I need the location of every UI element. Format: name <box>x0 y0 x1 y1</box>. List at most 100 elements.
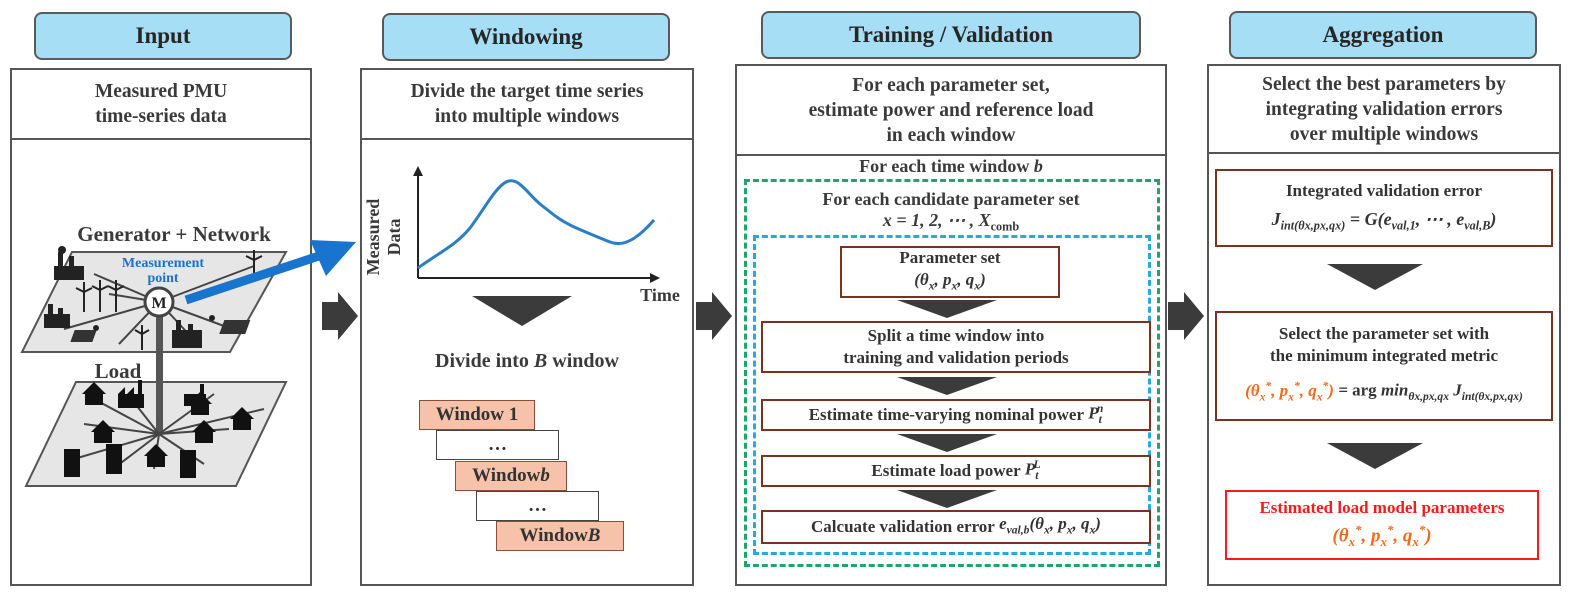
chart-xlabel: Time <box>640 285 680 305</box>
measured-data-curve <box>417 179 656 270</box>
result-box: Estimated load model parameters (θx*, px… <box>1225 490 1539 560</box>
window-1: Window 1 <box>419 400 535 430</box>
solar-panel-icon <box>70 320 251 342</box>
result-label: Estimated load model parameters <box>1259 497 1505 517</box>
load-label: Load <box>94 359 142 383</box>
sun-icon <box>93 315 215 331</box>
load-power-box: Estimate load power PtL <box>761 455 1151 487</box>
window-ellipsis-2: … <box>476 491 599 521</box>
load-power-label: Estimate load power <box>871 461 1021 480</box>
argmin-formula: (θx*, px*, qx*) = arg minθx,px,qx Jint(θ… <box>1245 379 1523 404</box>
integrated-error-label: Integrated validation error <box>1285 180 1483 200</box>
training-subtitle: For each parameter set, estimate power a… <box>737 66 1165 156</box>
window-B: Window B <box>496 521 624 551</box>
training-subtitle-line-3: in each window <box>886 124 1016 146</box>
measurement-point-label: Measurement point <box>108 256 218 286</box>
select-line-1: Select the parameter set with <box>1278 324 1490 344</box>
generator-network-label: Generator + Network <box>77 222 271 246</box>
windowing-header: Windowing <box>382 13 670 61</box>
parameter-set-label: Parameter set <box>899 247 1001 267</box>
integrated-error-box: Integrated validation error Jint(θx,px,q… <box>1215 169 1553 247</box>
aggregation-subtitle: Select the best parameters by integratin… <box>1209 66 1559 154</box>
stage-arrow-icon <box>322 292 358 340</box>
training-header: Training / Validation <box>761 11 1141 59</box>
window-var: b <box>540 465 550 486</box>
measurement-arrow-icon <box>184 240 356 305</box>
load-power-symbol: PtL <box>1024 458 1041 483</box>
parameter-set-expr: (θx, px, qx) <box>914 269 986 293</box>
window-b: Window b <box>455 461 567 491</box>
aggregation-subtitle-line-3: over multiple windows <box>1289 123 1479 145</box>
down-arrow-icon <box>897 300 997 318</box>
nominal-power-symbol: Ptn <box>1088 402 1104 427</box>
windowing-subtitle: Divide the target time series into multi… <box>362 70 692 140</box>
chart-x-arrow-icon <box>650 273 660 283</box>
down-arrow-icon <box>897 377 997 395</box>
stage-arrow-icon <box>696 292 732 340</box>
tie-line <box>156 314 163 434</box>
input-subtitle-line-1: Measured PMU <box>94 81 228 102</box>
down-arrow-icon <box>472 296 572 326</box>
aggregation-header-label: Aggregation <box>1322 22 1444 47</box>
validation-error-symbol: eval,b(θx, px, qx) <box>999 513 1101 537</box>
apartment-icon <box>64 444 196 478</box>
window-var: B <box>587 525 601 546</box>
input-header-label: Input <box>135 23 191 48</box>
aggregation-subtitle-line-2: integrating validation errors <box>1265 98 1503 120</box>
time-window-loop-label: For each time window b <box>740 156 1162 177</box>
power-plant-icon <box>54 246 84 280</box>
window-label: Window <box>519 525 588 546</box>
chart-ylabel-line-1: Measured <box>363 198 383 276</box>
divide-suffix: window <box>547 350 619 372</box>
down-arrow-icon <box>1327 264 1423 290</box>
measurement-meter-icon <box>143 286 175 318</box>
down-arrow-icon <box>897 434 997 452</box>
divide-into-windows-label: Divide into B window <box>372 350 682 373</box>
divide-var: B <box>533 350 548 372</box>
windowing-panel: Divide the target time series into multi… <box>360 68 694 586</box>
validation-error-label: Calcuate validation error <box>811 517 995 536</box>
window-label: Window 1 <box>435 404 519 425</box>
candidate-range-sub: comb <box>990 219 1020 234</box>
split-window-box: Split a time window into training and va… <box>761 321 1151 373</box>
parameter-set-box: Parameter set (θx, px, qx) <box>840 246 1060 298</box>
training-subtitle-line-1: For each parameter set, <box>852 74 1050 96</box>
time-window-loop-border <box>744 179 1160 567</box>
windowing-subtitle-line-1: Divide the target time series <box>410 81 644 102</box>
chart-y-arrow-icon <box>413 166 423 176</box>
windowing-subtitle-line-2: into multiple windows <box>434 106 620 127</box>
down-arrow-icon <box>897 490 997 508</box>
split-line-2: training and validation periods <box>843 348 1069 367</box>
input-header: Input <box>34 12 292 60</box>
power-plant-icon <box>44 304 70 328</box>
window-label: … <box>528 495 547 516</box>
chart-ylabel: Measured Data <box>363 197 405 277</box>
time-window-prefix: For each time window <box>859 156 1034 176</box>
window-ellipsis-1: … <box>436 430 559 460</box>
measured-data-chart <box>413 166 660 283</box>
wind-turbine-icon <box>75 250 263 350</box>
windowing-header-label: Windowing <box>469 24 583 49</box>
input-subtitle-line-2: time-series data <box>95 106 227 127</box>
candidate-loop-label: For each candidate parameter set x = 1, … <box>748 189 1154 238</box>
down-arrow-icon <box>1327 443 1423 469</box>
candidate-loop-border <box>753 235 1151 555</box>
result-expr: (θx*, px*, qx*) <box>1332 521 1432 550</box>
select-line-2: the minimum integrated metric <box>1269 346 1499 366</box>
chart-ylabel-line-2: Data <box>384 218 404 256</box>
split-line-1: Split a time window into <box>867 326 1045 345</box>
nominal-power-label: Estimate time-varying nominal power <box>808 405 1084 424</box>
meter-letter: M <box>151 295 166 312</box>
time-window-var: b <box>1033 156 1043 176</box>
grid-illustration: M <box>20 246 288 487</box>
candidate-range: x = 1, 2, ⋯ , X <box>882 210 991 230</box>
input-subtitle: Measured PMU time-series data <box>12 70 310 140</box>
select-param-box: Select the parameter set with the minimu… <box>1215 311 1553 421</box>
training-subtitle-line-2: estimate power and reference load <box>808 99 1094 121</box>
factory-icon <box>118 380 206 408</box>
window-label: Window <box>472 465 541 486</box>
nominal-power-box: Estimate time-varying nominal power Ptn <box>761 399 1151 431</box>
window-label: … <box>488 434 507 455</box>
candidate-label: For each candidate parameter set <box>822 189 1080 209</box>
integrated-error-formula: Jint(θx,px,qx) = G(eval,1, ⋯ , eval,B) <box>1271 208 1497 233</box>
